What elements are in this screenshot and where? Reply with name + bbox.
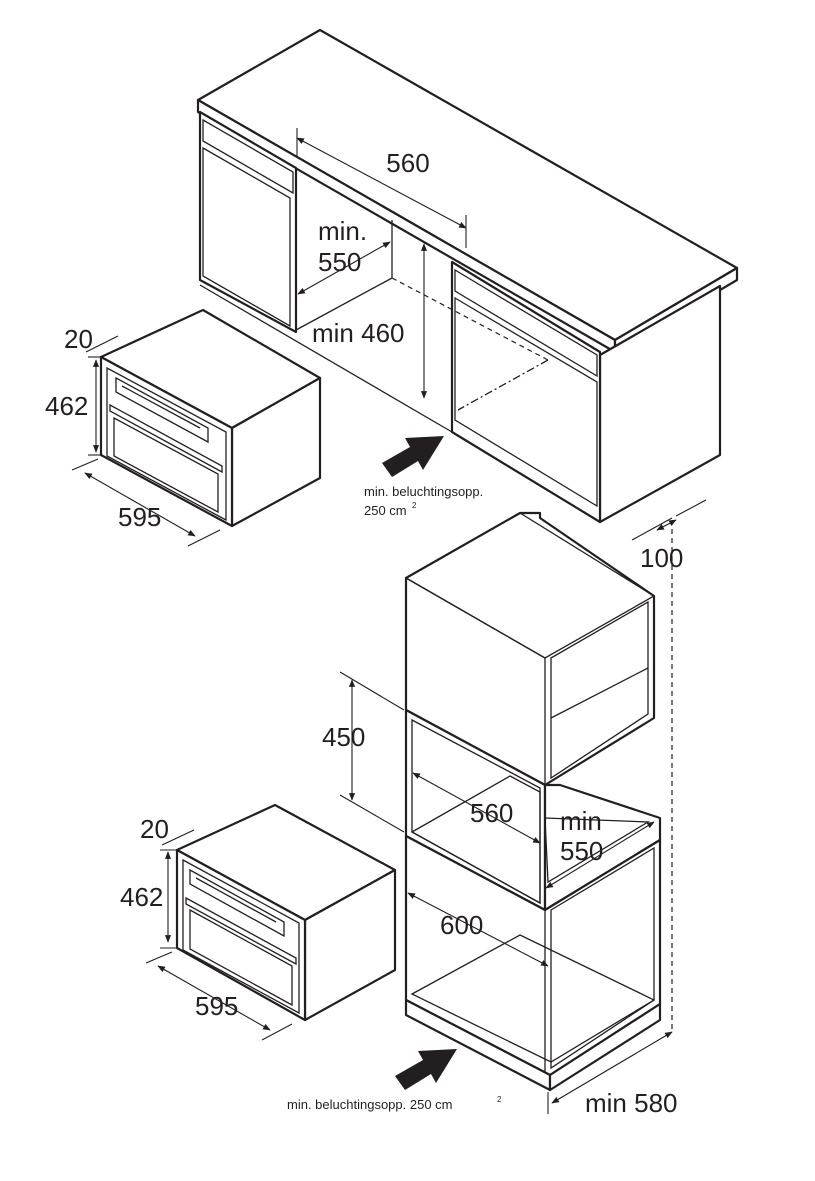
ventilation-label-top-a: min. beluchtingsopp. (364, 484, 483, 499)
ventilation-label-bottom: min. beluchtingsopp. 250 cm (287, 1097, 452, 1112)
label-depth-550: 550 (318, 247, 361, 277)
top-dimensions: 560 min. 550 min 460 (296, 128, 467, 399)
label-oven-width-bottom: 595 (195, 991, 238, 1021)
label-niche-depth-min: min (560, 806, 602, 836)
label-oven-front-bottom: 20 (140, 814, 169, 844)
oven-top (99, 308, 322, 528)
dim-rear-gap (656, 519, 677, 531)
oven-top-handle (109, 403, 223, 474)
label-rear-gap: 100 (640, 543, 683, 573)
label-niche-depth-550: 550 (560, 836, 603, 866)
left-cabinet (198, 110, 298, 334)
oven-top-bezel (106, 366, 227, 522)
dim-width-560 (296, 137, 467, 229)
ventilation-sup-top: 2 (412, 501, 417, 510)
oven-bottom-dimensions: 462 20 595 (120, 814, 293, 1041)
label-niche-height: 450 (322, 722, 365, 752)
label-niche-width: 560 (470, 798, 513, 828)
oven-bottom-front (175, 848, 307, 1022)
left-drawer (202, 118, 294, 195)
dim-niche-depth (545, 821, 655, 889)
bottom-dimensions: 100 450 560 min 550 600 min 580 (322, 499, 707, 1118)
dim-depth-550 (297, 241, 391, 295)
oven-top-dimensions: 462 20 595 (45, 324, 221, 547)
ventilation-sup-bottom: 2 (497, 1095, 502, 1104)
label-oven-front-top: 20 (64, 324, 93, 354)
ventilation-arrow-bottom (395, 1049, 457, 1090)
label-height-460: min 460 (312, 318, 405, 348)
niche-floor-right (457, 359, 549, 411)
label-oven-height-bottom: 462 (120, 882, 163, 912)
dim-niche-width (412, 772, 541, 844)
label-oven-width-top: 595 (118, 502, 161, 532)
dim-cabinet-depth (551, 1031, 673, 1104)
oven-bottom-bezel (182, 858, 300, 1015)
oven-top-window (113, 416, 219, 514)
label-width-560: 560 (386, 148, 429, 178)
right-drawer (454, 268, 598, 378)
plinth-line (199, 284, 453, 433)
tall-cabinet (404, 511, 662, 1092)
dim-oven-width-bottom (157, 965, 271, 1031)
oven-top-control-panel (115, 376, 209, 444)
label-oven-height-top: 462 (45, 391, 88, 421)
ventilation-arrow-top (382, 436, 444, 477)
right-door (454, 296, 598, 508)
left-door (202, 146, 291, 328)
oven-bottom-control-panel (189, 868, 285, 938)
oven-bottom-handle (185, 896, 297, 966)
right-cabinet (450, 260, 602, 524)
upper-box-opening (550, 600, 649, 780)
oven-bottom (175, 803, 397, 1022)
label-depth-min: min. (318, 216, 367, 246)
niche-floor-back (391, 277, 549, 361)
ventilation-label-top-b: 250 cm (364, 503, 407, 518)
oven-bottom-window (189, 908, 293, 1007)
label-cabinet-width: 600 (440, 910, 483, 940)
label-cabinet-depth: min 580 (585, 1088, 678, 1118)
dim-oven-width-top (84, 472, 196, 537)
dim-cabinet-width (407, 892, 549, 967)
